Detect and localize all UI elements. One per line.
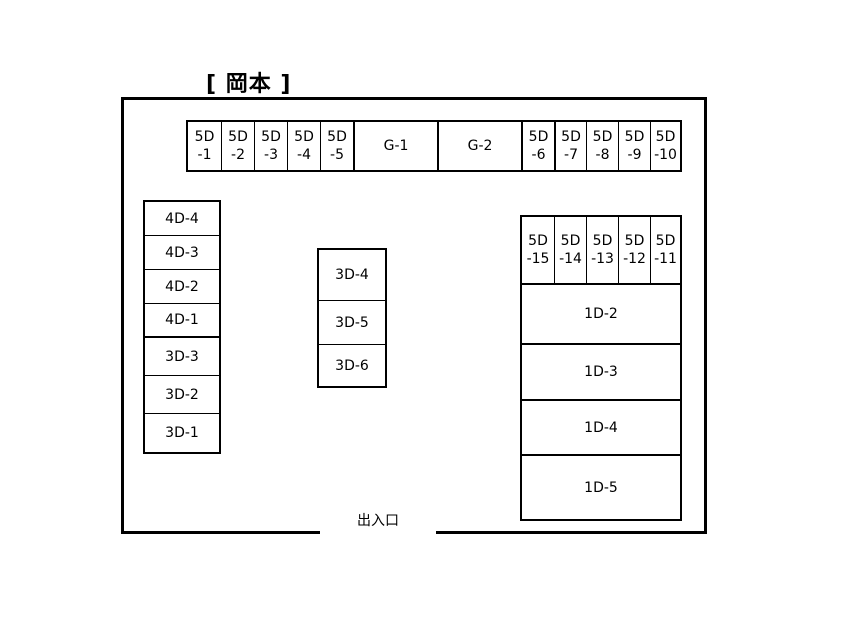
unit-5d-3[interactable]: 5D -3 [254,122,287,170]
unit-4d-4[interactable]: 4D-4 [165,210,199,227]
unit-4d-3[interactable]: 4D-3 [145,235,219,269]
unit-3d-5[interactable]: 3D-5 [319,300,385,344]
unit-5d-13[interactable]: 5D -13 [586,217,618,283]
unit-5d-10[interactable]: 5D -10 [650,122,680,170]
unit-5d-7[interactable]: 5D -7 [554,122,586,170]
unit-3d-2[interactable]: 3D-2 [145,375,219,413]
unit-g-1[interactable]: G-1 [353,122,437,170]
unit-3d-1[interactable]: 3D-1 [145,413,219,452]
unit-4d-1[interactable]: 4D-1 [145,303,219,336]
unit-4d-2[interactable]: 4D-2 [145,269,219,303]
unit-5d-4[interactable]: 5D -4 [287,122,320,170]
unit-3d-3[interactable]: 3D-3 [145,336,219,375]
right-unit-column: 1D-2 1D-3 1D-4 1D-5 [520,283,682,521]
right-top-unit-row: 5D -15 5D -14 5D -13 5D -12 5D -11 [520,215,682,285]
entrance-opening [320,528,436,538]
top-unit-row: 5D -1 5D -2 5D -3 5D -4 5D -5 G-1 G-2 5D… [186,120,682,172]
unit-5d-5[interactable]: 5D -5 [320,122,353,170]
unit-5d-8[interactable]: 5D -8 [586,122,618,170]
unit-1d-5[interactable]: 1D-5 [522,454,680,519]
unit-1d-2[interactable]: 1D-2 [584,306,618,322]
unit-1d-3[interactable]: 1D-3 [522,343,680,399]
unit-5d-2[interactable]: 5D -2 [221,122,254,170]
entrance-label: 出入口 [357,513,399,529]
center-unit-column: 3D-4 3D-5 3D-6 [317,248,387,388]
unit-5d-12[interactable]: 5D -12 [618,217,650,283]
page-title: [ 岡本 ] [206,72,292,97]
unit-3d-6[interactable]: 3D-6 [319,344,385,386]
unit-3d-4[interactable]: 3D-4 [335,267,369,283]
unit-g-2[interactable]: G-2 [437,122,521,170]
unit-5d-11[interactable]: 5D -11 [650,217,680,283]
unit-5d-15[interactable]: 5D -15 [526,233,550,267]
unit-5d-14[interactable]: 5D -14 [554,217,586,283]
unit-5d-6[interactable]: 5D -6 [521,122,554,170]
unit-1d-4[interactable]: 1D-4 [522,399,680,454]
unit-5d-9[interactable]: 5D -9 [618,122,650,170]
left-unit-column: 4D-4 4D-3 4D-2 4D-1 3D-3 3D-2 3D-1 [143,200,221,454]
unit-5d-1[interactable]: 5D -1 [194,129,215,163]
